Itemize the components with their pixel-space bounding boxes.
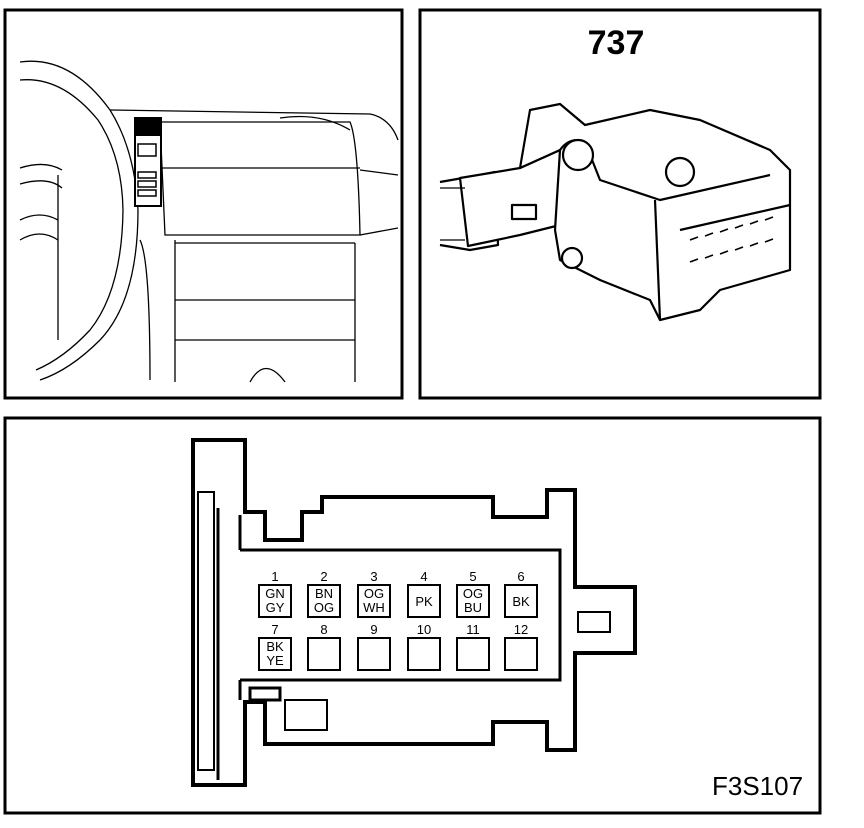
pin-number: 5 bbox=[469, 569, 476, 584]
pin-cavity bbox=[258, 637, 292, 671]
pin-cavity bbox=[407, 584, 441, 618]
wire-leads bbox=[440, 187, 465, 241]
pin-number: 9 bbox=[370, 622, 377, 637]
pin-number: 6 bbox=[517, 569, 524, 584]
dashboard-illustration bbox=[19, 60, 399, 383]
pin-number: 12 bbox=[514, 622, 528, 637]
connector-photo-panel bbox=[418, 8, 822, 400]
pin-wire-color: BU bbox=[464, 600, 482, 615]
pin-number: 8 bbox=[320, 622, 327, 637]
pin-wire-color: OG bbox=[463, 586, 483, 601]
dashboard-panel bbox=[3, 8, 404, 400]
pin-wire-color: OG bbox=[364, 586, 384, 601]
pin-number: 10 bbox=[417, 622, 431, 637]
pin-wire-color: BK bbox=[266, 639, 284, 654]
connector-face-outline bbox=[191, 438, 637, 787]
pin-number: 2 bbox=[320, 569, 327, 584]
pin-cavity bbox=[307, 637, 341, 671]
pin-wire-color: OG bbox=[314, 600, 334, 615]
pin-wire-color: BN bbox=[315, 586, 333, 601]
pin-number: 3 bbox=[370, 569, 377, 584]
pin-number: 7 bbox=[271, 622, 278, 637]
pin-wire-color: PK bbox=[415, 594, 433, 609]
figure-code: F3S107 bbox=[712, 771, 803, 801]
connector-illustration bbox=[439, 102, 792, 322]
switch-module bbox=[134, 117, 162, 207]
pin-wire-color: BK bbox=[512, 594, 530, 609]
pin-cavity bbox=[258, 584, 292, 618]
pin-cavity bbox=[504, 584, 538, 618]
pin-cavity bbox=[407, 637, 441, 671]
pin-cavity bbox=[307, 584, 341, 618]
connector-number: 737 bbox=[588, 24, 645, 62]
pin-cavity bbox=[357, 637, 391, 671]
pin-wire-color: WH bbox=[363, 600, 385, 615]
pin-wire-color: GN bbox=[265, 586, 285, 601]
pin-cavity bbox=[357, 584, 391, 618]
pin-number: 11 bbox=[466, 622, 480, 637]
pinout-panel bbox=[3, 416, 822, 815]
connector-cavity-marks bbox=[689, 216, 774, 263]
pin-cavity bbox=[504, 637, 538, 671]
pin-wire-color: GY bbox=[266, 600, 285, 615]
pin-cavity bbox=[456, 584, 490, 618]
pin-cavity bbox=[456, 637, 490, 671]
pin-number: 4 bbox=[420, 569, 427, 584]
pin-wire-color: YE bbox=[266, 653, 284, 668]
pin-number: 1 bbox=[271, 569, 278, 584]
